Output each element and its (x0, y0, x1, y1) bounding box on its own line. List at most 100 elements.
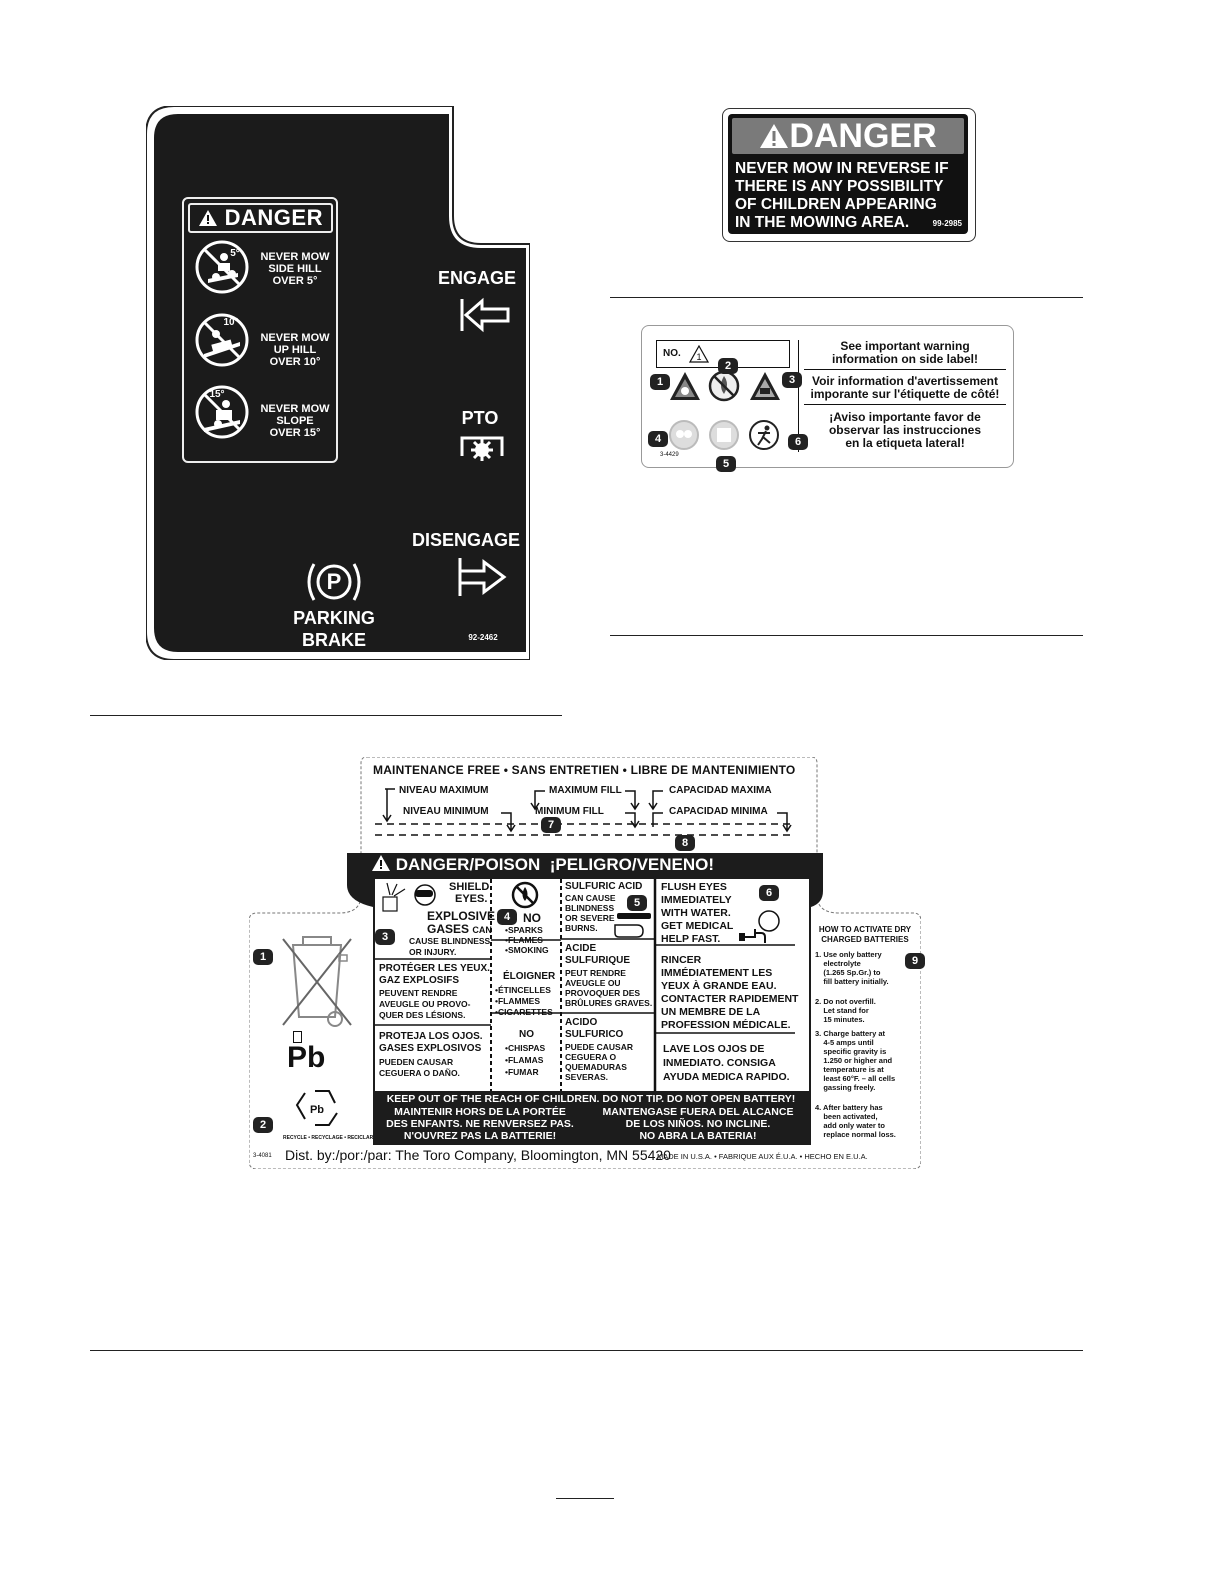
col4-es-2: INMEDIATO. CONSIGA (663, 1057, 776, 1069)
english-line-1: See important warning (840, 339, 970, 353)
col3-fr-5: PROVOQUER DES (565, 988, 641, 998)
col3-es-5: QUEMADURAS (565, 1062, 627, 1072)
pb-box (293, 1031, 302, 1043)
col3-en-5: BURNS. (565, 923, 598, 933)
capacidad-maxima-label: CAPACIDAD MAXIMA (669, 785, 772, 796)
danger-poison-banner: DANGER/POISON ¡PELIGRO/VENENO! (371, 854, 811, 876)
up-hill-icon (194, 312, 250, 368)
reverse-mow-danger-decal: DANGER NEVER MOW IN REVERSE IF THERE IS … (722, 108, 976, 242)
col2-fr-3: •FLAMMES (495, 996, 540, 1006)
caution-triangle-icon: 1 (689, 345, 709, 363)
acid-hazard-icon (750, 372, 780, 400)
page-footer-mark (556, 1498, 614, 1499)
activate-step-1: 1. Use only battery electrolyte (1.265 S… (815, 950, 889, 986)
warning-triangle-icon (198, 205, 225, 230)
activate-step-2: 2. Do not overfill. Let stand for 15 min… (815, 997, 876, 1024)
col1-fr-5: QUER DES LÉSIONS. (379, 1010, 466, 1020)
no-smoking-icon (511, 881, 539, 909)
eye-shield-icon (382, 882, 436, 912)
col1-en-5: CAUSE BLINDNESS (409, 936, 491, 946)
slope-icon (194, 384, 250, 440)
french-line-1: Voir information d'avertissement (811, 374, 998, 388)
pto-icon (458, 432, 506, 467)
svg-text:Pb: Pb (310, 1104, 324, 1116)
col4-en-2: IMMEDIATELY (661, 894, 732, 906)
distributor-text: Dist. by:/por:/par: The Toro Company, Bl… (285, 1147, 671, 1163)
warning-triangle-icon (759, 117, 789, 155)
slope-danger-title: DANGER (224, 205, 323, 230)
angle-5-label: 5° (230, 248, 240, 259)
callout-1: 1 (650, 374, 670, 390)
col1-en-4-gases: GASES (427, 922, 470, 936)
col4-es-1: LAVE LOS OJOS DE (663, 1043, 765, 1055)
disengage-arrow-icon (456, 554, 512, 605)
reverse-danger-part-number: 99-2985 (932, 219, 962, 228)
col1-en-6: OR INJURY. (409, 947, 457, 957)
col1-fr-4: AVEUGLE OU PROVO- (379, 999, 471, 1009)
explosion-hazard-icon (670, 372, 700, 400)
col3-en-3: BLINDNESS (565, 903, 615, 913)
reverse-danger-line-2: THERE IS ANY POSSIBILITY (735, 178, 944, 195)
engage-arrow-icon (456, 293, 512, 342)
slope-danger-box: DANGER 5° NEVER MOW SIDE HILL OVER 5° 10… (182, 197, 338, 463)
niveau-maximum-label: NIVEAU MAXIMUM (399, 785, 489, 796)
parking-label: PARKING (293, 608, 375, 628)
divider-bottom (90, 1350, 1083, 1351)
col2-es-2: •CHISPAS (505, 1043, 546, 1053)
callout-3: 3 (782, 372, 802, 388)
footer-es-3: NO ABRA LA BATERIA! (639, 1130, 757, 1142)
col4-en-1: FLUSH EYES (661, 881, 727, 893)
col4-en-4: GET MEDICAL (661, 920, 734, 932)
parking-symbol: P (326, 569, 342, 594)
callout-6: 6 (788, 434, 808, 450)
callout-6b: 6 (759, 885, 779, 901)
maximum-fill-label: MAXIMUM FILL (549, 785, 622, 796)
brake-label: BRAKE (301, 630, 366, 650)
col2-fr-1: ÉLOIGNER (503, 971, 556, 982)
callout-3b: 3 (375, 929, 395, 945)
callout-2: 2 (718, 358, 738, 374)
acid-burn-hand-icon (614, 913, 651, 938)
warning-line-divider-2 (804, 404, 1006, 405)
footer-es-1: MANTENGASE FUERA DEL ALCANCE (602, 1106, 794, 1118)
danger-poison-text: DANGER/POISON ¡PELIGRO/VENENO! (395, 855, 715, 874)
niveau-minimum-label: NIVEAU MINIMUM (403, 806, 489, 817)
callout-7: 7 (541, 817, 561, 833)
col4-en-3: WITH WATER. (661, 907, 731, 919)
col2-es-1: NO (519, 1029, 534, 1040)
keep-children-away-icon (749, 420, 779, 450)
pto-label: PTO (461, 408, 499, 428)
footer-fr-2: DES ENFANTS. NE RENVERSEZ PAS. (386, 1118, 574, 1130)
svg-text:1: 1 (696, 352, 701, 362)
callout-5: 5 (716, 456, 736, 472)
side-hill-text: NEVER MOW SIDE HILL OVER 5° (260, 251, 330, 287)
col1-en-4-can: CAN (472, 925, 492, 935)
col1-en-1: SHIELD (449, 881, 490, 893)
callout-5b: 5 (627, 895, 647, 911)
col3-en-1: SULFURIC ACID (565, 881, 643, 892)
footer-fr-3: N'OUVREZ PAS LA BATTERIE! (403, 1130, 557, 1142)
battery-part-number: 3-4081 (253, 1153, 272, 1159)
spanish-line-1: ¡Aviso importante favor de (829, 410, 981, 424)
recycle-label: RECYCLE • RECYCLAGE • RECICLAR (283, 1135, 374, 1141)
col4-en-5: HELP FAST. (661, 933, 721, 945)
col3-es-1: ACIDO (565, 1017, 598, 1028)
col3-es-6: SEVERAS. (565, 1072, 608, 1082)
callout-4b: 4 (497, 909, 517, 925)
spanish-line-3: en la etiqueta lateral! (845, 436, 965, 450)
slope-text: NEVER MOW SLOPE OVER 15° (260, 403, 330, 439)
col1-es-4: CEGUERA O DAÑO. (379, 1068, 460, 1078)
lead-symbol: Pb (287, 1041, 326, 1074)
warning-divider-line (798, 340, 799, 452)
engage-label: ENGAGE (437, 268, 516, 288)
warning-triangle-icon (372, 855, 390, 871)
eye-wash-icon (739, 910, 780, 943)
col3-en-4: OR SEVERE (565, 913, 615, 923)
reverse-danger-line-1: NEVER MOW IN REVERSE IF (735, 160, 949, 177)
col2-en-1: NO (523, 911, 541, 925)
english-line-2: information on side label! (831, 352, 978, 366)
col3-es-2: SULFURICO (565, 1029, 624, 1040)
col1-es-3: PUEDEN CAUSAR (379, 1057, 454, 1067)
col1-fr-2: GAZ EXPLOSIFS (379, 975, 460, 986)
col1-es-2: GASES EXPLOSIVOS (379, 1043, 482, 1054)
